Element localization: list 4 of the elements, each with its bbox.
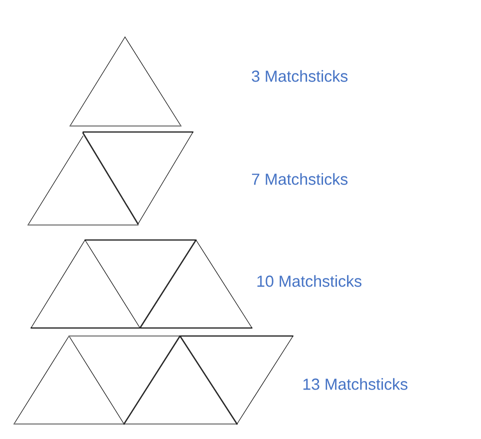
count-label: 7 Matchsticks (252, 173, 348, 185)
count-label: 3 Matchsticks (252, 70, 348, 82)
count-label: 13 Matchsticks (303, 378, 408, 390)
count-label: 10 Matchsticks (257, 275, 362, 287)
